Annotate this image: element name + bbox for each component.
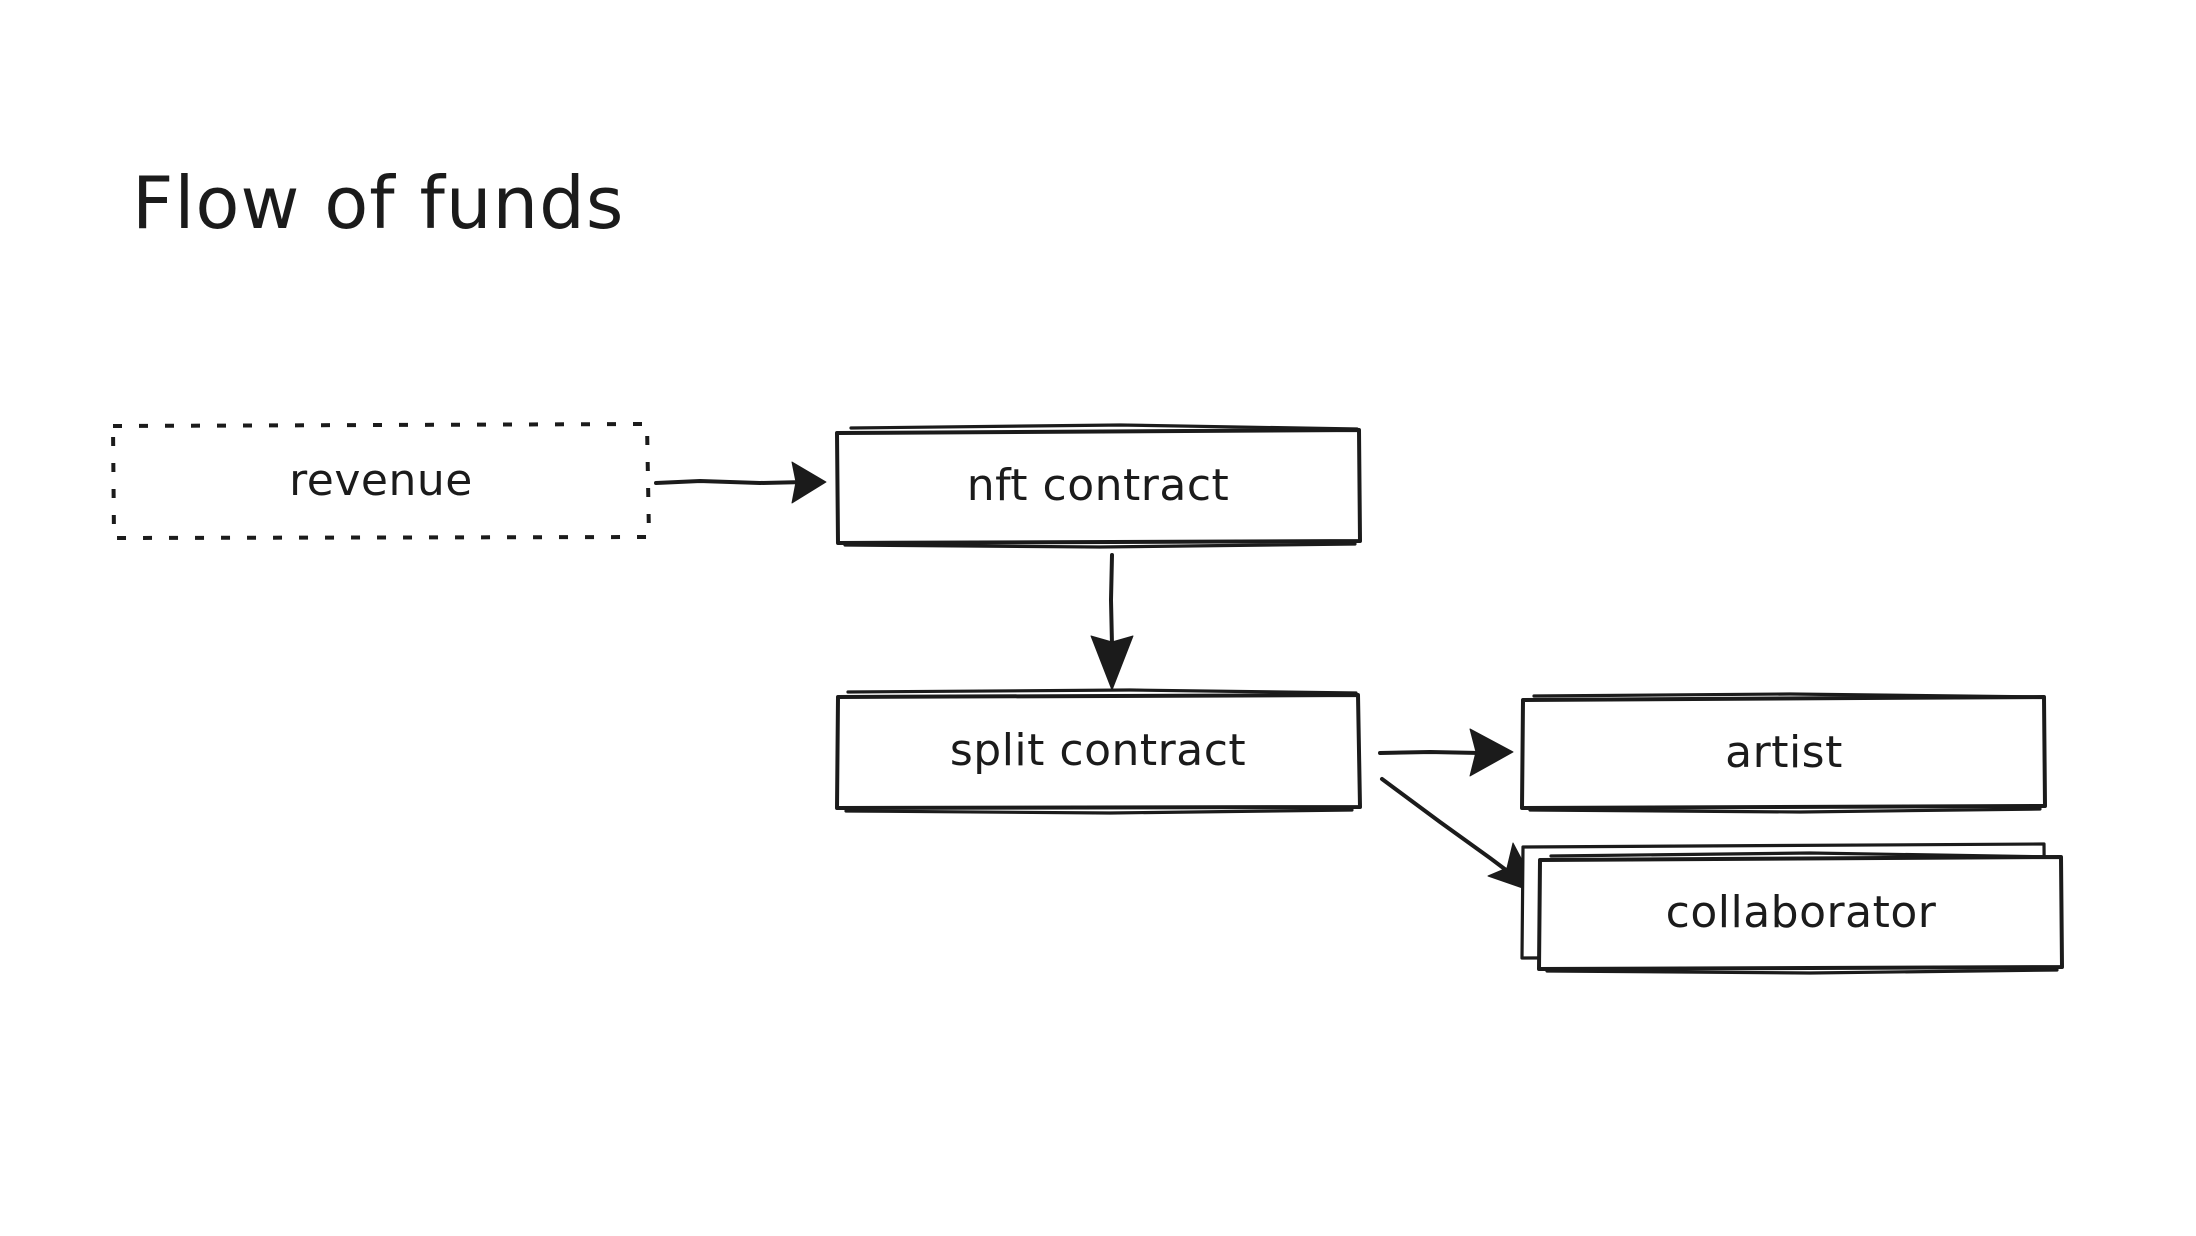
collaborator-box-border <box>1537 855 2064 971</box>
node-revenue[interactable]: revenue <box>110 421 652 541</box>
edge-split-contract-to-collaborator[interactable] <box>1380 777 1541 895</box>
edge-revenue-to-nft-arrowhead <box>791 461 827 504</box>
node-collaborator[interactable]: collaborator <box>1520 842 2064 975</box>
edge-split-to-collaborator-line <box>1380 777 1512 875</box>
collaborator-box-border-overstroke-top <box>1549 851 2061 859</box>
edge-nft-to-split-arrowhead <box>1090 635 1134 691</box>
artist-box-border <box>1520 695 2047 810</box>
node-artist[interactable]: artist <box>1520 692 2047 814</box>
artist-label: artist <box>1725 727 1843 778</box>
collaborator-label: collaborator <box>1666 887 1937 938</box>
nft-contract-box-border-overstroke-bottom <box>843 542 1357 549</box>
split-contract-box-border-overstroke-bottom <box>844 808 1354 815</box>
split-contract-box-border <box>835 693 1362 810</box>
edge-nft-contract-to-split-contract[interactable] <box>1090 553 1134 691</box>
edge-revenue-to-nft-line <box>654 478 808 486</box>
edge-split-to-artist-arrowhead <box>1469 728 1514 777</box>
revenue-box-fill <box>113 425 648 538</box>
edge-split-to-artist-line <box>1378 749 1482 755</box>
nft-contract-box-fill <box>836 431 1360 542</box>
split-contract-box-border-overstroke-top <box>846 688 1358 695</box>
edge-revenue-to-nft-contract[interactable] <box>654 461 827 504</box>
diagram-title: Flow of funds <box>132 161 624 245</box>
collaborator-box-fill <box>1539 858 2062 969</box>
nft-contract-label: nft contract <box>967 460 1230 511</box>
revenue-label: revenue <box>289 455 473 506</box>
nft-contract-box-border-overstroke-top <box>849 423 1359 431</box>
nft-contract-box-border <box>835 428 1362 545</box>
split-contract-box-fill <box>836 695 1360 808</box>
title-text: Flow of funds <box>132 161 624 245</box>
node-nft-contract[interactable]: nft contract <box>835 423 1362 549</box>
artist-box-border-overstroke-bottom <box>1528 807 2042 814</box>
artist-box-fill <box>1522 698 2045 808</box>
node-split-contract[interactable]: split contract <box>835 688 1362 815</box>
split-contract-label: split contract <box>950 725 1246 776</box>
artist-box-border-overstroke-top <box>1532 692 2044 699</box>
collaborator-box-border-overstroke-bottom <box>1545 968 2059 975</box>
edge-split-contract-to-artist[interactable] <box>1378 728 1514 777</box>
